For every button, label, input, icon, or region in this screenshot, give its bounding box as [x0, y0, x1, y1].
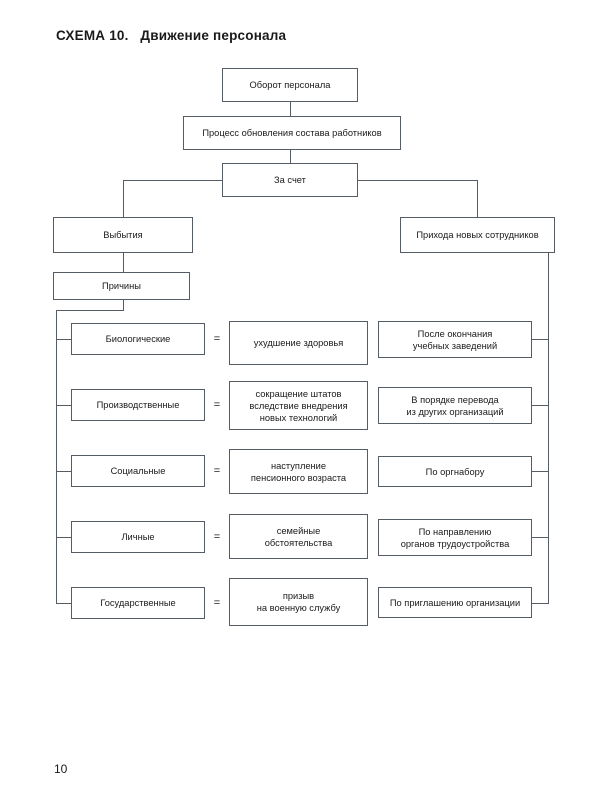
connector-spine-biologicheskie: [56, 339, 71, 340]
connector-spine-po-napravleniyu: [532, 537, 549, 538]
connector-prichiny-down: [123, 300, 124, 310]
connector-spine-v-poryadke-perevoda: [532, 405, 549, 406]
connector-spine-gosudarstvennye: [56, 603, 71, 604]
box-arrival-posle-okonchaniya[interactable]: После окончания учебных заведений: [378, 321, 532, 358]
box-reason-lichnye[interactable]: Личные: [71, 521, 205, 553]
connector-spine-lichnye: [56, 537, 71, 538]
equals-sign-lichnye: =: [213, 531, 221, 543]
connector-prichiny-spine-top: [56, 310, 124, 311]
box-reason-gosudarstvennye[interactable]: Государственные: [71, 587, 205, 619]
equals-sign-gosudarstvennye: =: [213, 597, 221, 609]
box-effect-biologicheskie[interactable]: ухудшение здоровья: [229, 321, 368, 365]
box-arrival-po-napravleniyu[interactable]: По направлению органов трудоустройства: [378, 519, 532, 556]
box-vybytiya[interactable]: Выбытия: [53, 217, 193, 253]
connector-spine-proizvodstvennye: [56, 405, 71, 406]
box-za-schet[interactable]: За счет: [222, 163, 358, 197]
box-reason-socialnye[interactable]: Социальные: [71, 455, 205, 487]
connector-zaschet-right-horizontal: [358, 180, 477, 181]
connector-spine-po-orgnaboru: [532, 471, 549, 472]
box-effect-lichnye[interactable]: семейные обстоятельства: [229, 514, 368, 559]
reasons-spine: [56, 310, 57, 603]
equals-sign-biologicheskie: =: [213, 333, 221, 345]
box-process-obnovleniya[interactable]: Процесс обновления состава работников: [183, 116, 401, 150]
connector-vybytiya-prichiny: [123, 253, 124, 272]
connector-spine-po-priglasheniyu: [532, 603, 549, 604]
connector-zaschet-right-vertical: [477, 180, 478, 217]
connector-zaschet-left-vertical: [123, 180, 124, 217]
box-arrival-po-orgnaboru[interactable]: По оргнабору: [378, 456, 532, 487]
box-arrival-v-poryadke-perevoda[interactable]: В порядке перевода из других организаций: [378, 387, 532, 424]
box-effect-socialnye[interactable]: наступление пенсионного возраста: [229, 449, 368, 494]
connector-spine-posle-okonchaniya: [532, 339, 549, 340]
connector-zaschet-left-horizontal: [123, 180, 222, 181]
box-reason-proizvodstvennye[interactable]: Производственные: [71, 389, 205, 421]
arrivals-spine: [548, 253, 549, 603]
box-prihoda-novyh-sotrudnikov[interactable]: Прихода новых сотрудников: [400, 217, 555, 253]
page-number: 10: [54, 762, 68, 776]
page-title: СХЕМА 10. Движение персонала: [56, 28, 287, 43]
equals-sign-socialnye: =: [213, 465, 221, 477]
connector-oborot-process: [290, 102, 291, 116]
box-reason-biologicheskie[interactable]: Биологические: [71, 323, 205, 355]
box-effect-proizvodstvennye[interactable]: сокращение штатов вследствие внедрения н…: [229, 381, 368, 430]
box-prichiny[interactable]: Причины: [53, 272, 190, 300]
box-arrival-po-priglasheniyu[interactable]: По приглашению организации: [378, 587, 532, 618]
box-effect-gosudarstvennye[interactable]: призыв на военную службу: [229, 578, 368, 626]
connector-process-zaschet: [290, 150, 291, 163]
equals-sign-proizvodstvennye: =: [213, 399, 221, 411]
box-oborot-personala[interactable]: Оборот персонала: [222, 68, 358, 102]
connector-spine-socialnye: [56, 471, 71, 472]
